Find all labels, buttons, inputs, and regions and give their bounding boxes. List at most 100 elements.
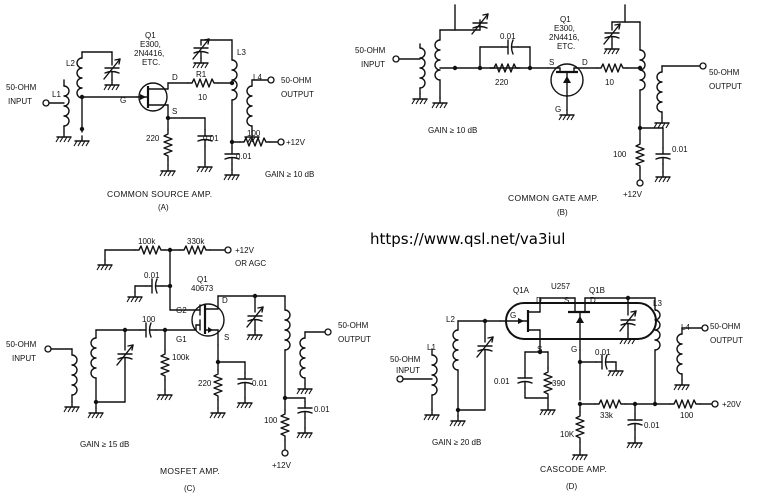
c-rsup-value: 100 [264, 416, 278, 425]
labels-circuit-d: Q1A U257 Q1B L1 L2 L3 L4 G D S S G D 50-… [390, 282, 743, 491]
d-input-label-1: 50-OHM [390, 355, 421, 364]
a-l3-label: L3 [237, 48, 246, 57]
d-q1a-label: Q1A [513, 286, 530, 295]
d-rbias-low-value: 10K [560, 430, 575, 439]
d-l3-label: L3 [653, 299, 662, 308]
circuit-mosfet [44, 245, 332, 457]
b-q1-line1: Q1 [560, 15, 571, 24]
d-rsup-value: 100 [680, 411, 694, 420]
d-rbias-value: 33k [600, 411, 614, 420]
b-title: COMMON GATE AMP. [508, 193, 599, 203]
c-supply-top-2: OR AGC [235, 259, 266, 268]
a-l4-label: L4 [253, 73, 262, 82]
d-letter: (D) [566, 482, 577, 491]
a-pin-g: G [120, 96, 126, 105]
a-r1-label: R1 [196, 70, 207, 79]
c-pin-g2: G2 [176, 306, 187, 315]
a-r1-value: 10 [198, 93, 207, 102]
d-title: CASCODE AMP. [540, 464, 607, 474]
b-pin-s: S [549, 58, 554, 67]
d-pin-d2: D [590, 296, 596, 305]
a-q1-line3: 2N4416, [134, 49, 164, 58]
b-letter: (B) [557, 208, 568, 217]
c-output-label-1: 50-OHM [338, 321, 369, 330]
c-q1-line1: Q1 [197, 275, 208, 284]
d-l1-label: L1 [427, 343, 436, 352]
d-output-label-1: 50-OHM [710, 322, 741, 331]
a-output-label-2: OUTPUT [281, 90, 314, 99]
c-rs-value: 220 [198, 379, 212, 388]
b-pin-g: G [555, 105, 561, 114]
d-pin-s2: S [537, 345, 542, 354]
d-pin-d1: D [536, 296, 542, 305]
c-csup-value: 0.01 [314, 405, 330, 414]
labels-circuit-a: Q1 E300, 2N4416, ETC. L1 L2 L3 L4 G D S … [6, 31, 314, 212]
c-supply-top-1: +12V [235, 246, 255, 255]
d-pin-g2: G [571, 345, 577, 354]
d-q1b-label: Q1B [589, 286, 605, 295]
a-input-label-2: INPUT [8, 97, 32, 106]
a-letter: (A) [158, 203, 169, 212]
c-input-label-2: INPUT [12, 354, 36, 363]
b-q1-line4: ETC. [557, 42, 575, 51]
a-input-label-1: 50-OHM [6, 83, 37, 92]
a-q1-line1: Q1 [145, 31, 156, 40]
b-output-label-2: OUTPUT [709, 82, 742, 91]
c-cs-value: 0.01 [252, 379, 268, 388]
b-rd-value: 10 [605, 78, 614, 87]
d-gain: GAIN ≥ 20 dB [432, 438, 481, 447]
c-r330k: 330k [187, 237, 205, 246]
b-rin-value: 220 [495, 78, 509, 87]
d-pin-g1: G [510, 311, 516, 320]
d-pin-s1: S [564, 296, 569, 305]
b-q1-line3: 2N4416, [549, 33, 579, 42]
circuit-common-gate [392, 4, 707, 187]
a-l1-label: L1 [52, 90, 61, 99]
labels-circuit-c: 100k 330k +12V OR AGC 0.01 Q1 40673 G2 G… [6, 237, 371, 493]
b-cin-value: 0.01 [500, 32, 516, 41]
a-gain: GAIN ≥ 10 dB [265, 170, 314, 179]
b-gain: GAIN ≥ 10 dB [428, 126, 477, 135]
c-output-label-2: OUTPUT [338, 335, 371, 344]
d-output-label-2: OUTPUT [710, 336, 743, 345]
a-pin-s: S [172, 107, 177, 116]
d-input-label-2: INPUT [396, 366, 420, 375]
a-pin-d: D [172, 73, 178, 82]
c-r100k-top: 100k [138, 237, 156, 246]
a-q1-line4: ETC. [142, 58, 160, 67]
b-input-label-1: 50-OHM [355, 46, 386, 55]
b-input-label-2: INPUT [361, 60, 385, 69]
c-rg1-value: 100k [172, 353, 190, 362]
a-cs-value: 0.01 [203, 134, 219, 143]
d-l4-label: L4 [681, 323, 690, 332]
a-title: COMMON SOURCE AMP. [107, 189, 212, 199]
circuit-common-source [42, 38, 285, 181]
c-letter: (C) [184, 484, 195, 493]
c-cin-value: 100 [142, 315, 156, 324]
watermark-url: https://www.qsl.net/va3iul [370, 230, 565, 248]
c-supply: +12V [272, 461, 292, 470]
b-q1-line2: E300, [554, 24, 575, 33]
d-cbias-value: 0.01 [644, 421, 660, 430]
a-rsup-value: 100 [247, 129, 261, 138]
b-rsup-value: 100 [613, 150, 627, 159]
d-l2-label: L2 [446, 315, 455, 324]
d-supply: +20V [722, 400, 742, 409]
d-u257-label: U257 [551, 282, 571, 291]
d-cs-value: 0.01 [494, 377, 510, 386]
d-rs-value: 390 [552, 379, 566, 388]
c-pin-s: S [224, 333, 229, 342]
a-csup-value: 0.01 [236, 152, 252, 161]
c-input-label-1: 50-OHM [6, 340, 37, 349]
a-output-label-1: 50-OHM [281, 76, 312, 85]
c-gain: GAIN ≥ 15 dB [80, 440, 129, 449]
c-q1-line2: 40673 [191, 284, 214, 293]
labels-circuit-b: Q1 E300, 2N4416, ETC. S D G 50-OHM INPUT… [355, 15, 742, 217]
c-cg2-value: 0.01 [144, 271, 160, 280]
b-csup-value: 0.01 [672, 145, 688, 154]
b-output-label-1: 50-OHM [709, 68, 740, 77]
a-supply: +12V [286, 138, 306, 147]
c-title: MOSFET AMP. [160, 466, 220, 476]
circuit-cascode [396, 295, 719, 461]
